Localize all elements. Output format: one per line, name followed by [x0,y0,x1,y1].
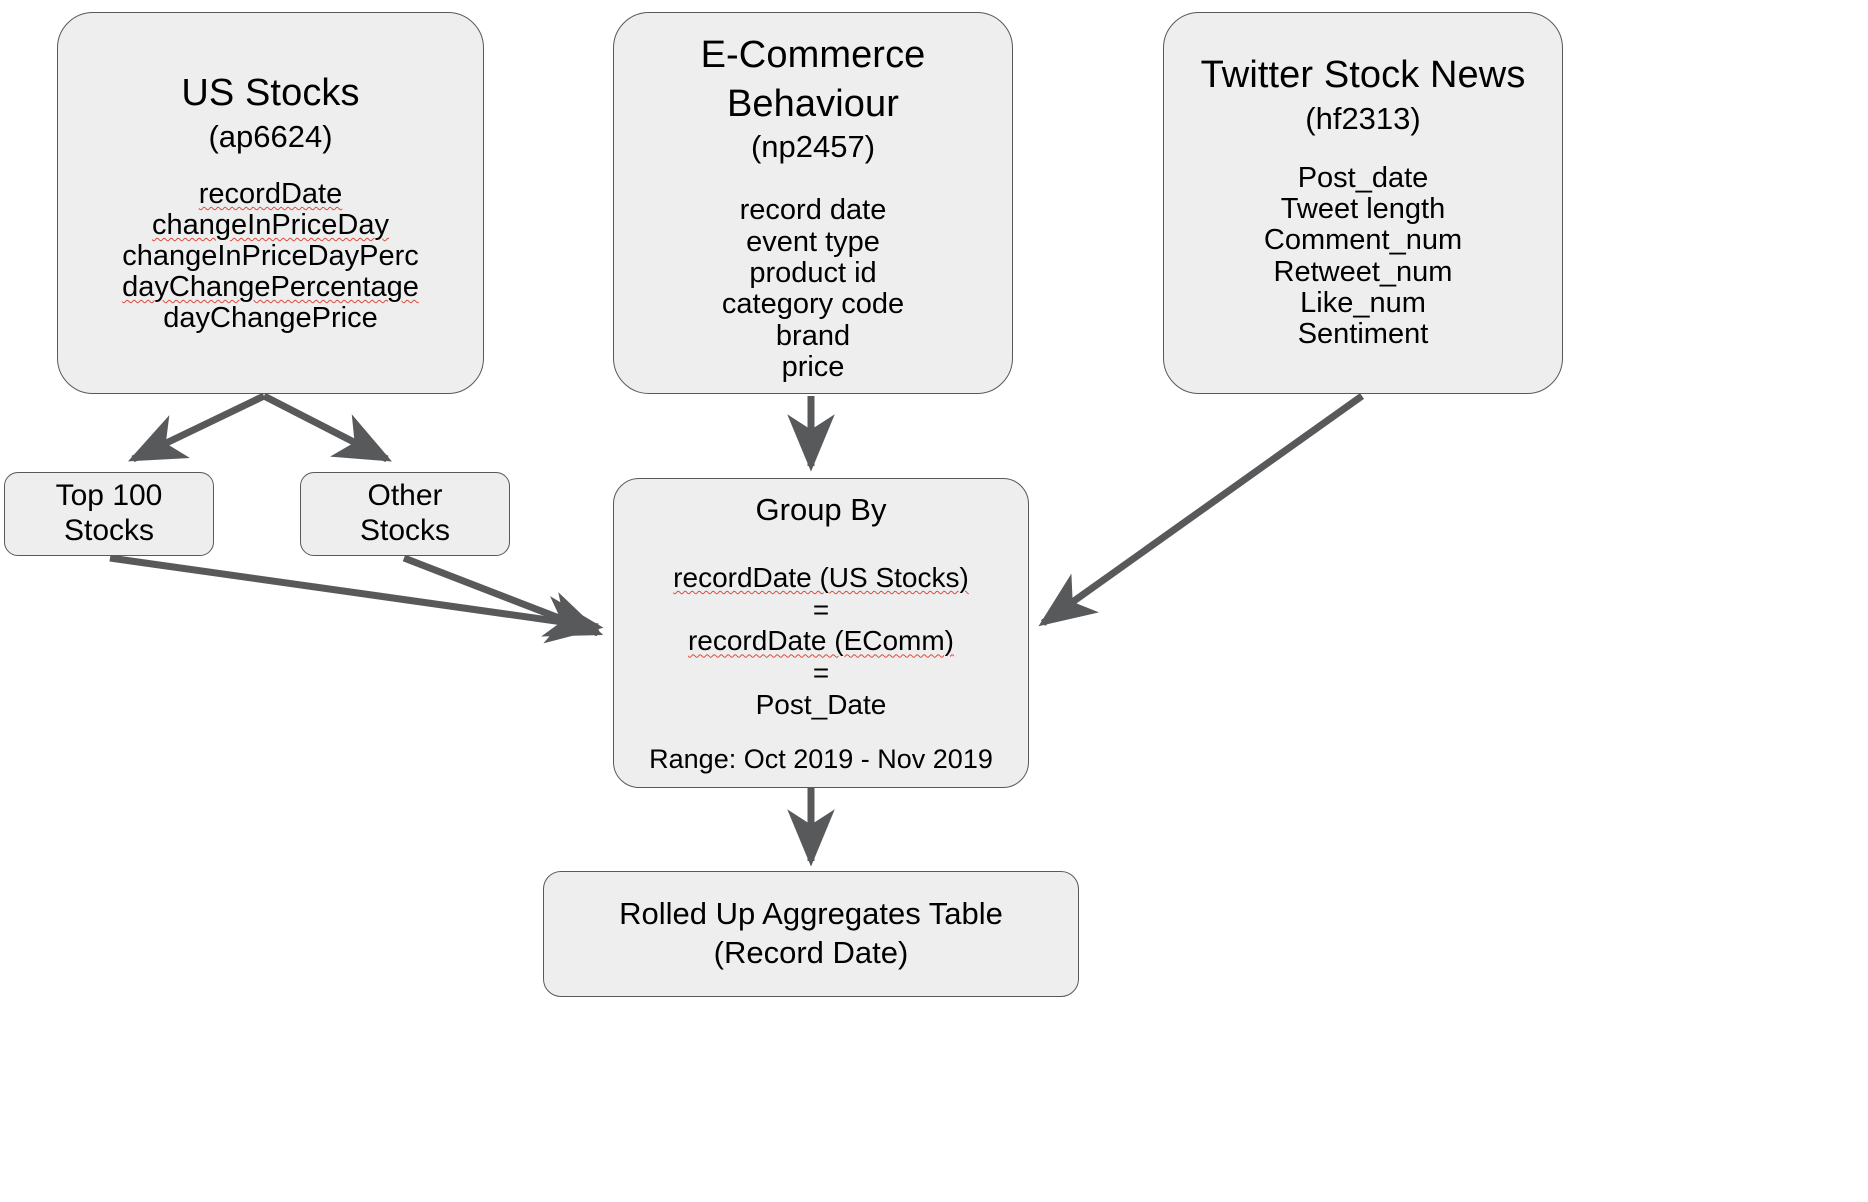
field-brand: brand [775,319,851,352]
field-change-in-price-day: changeInPriceDay [152,208,389,241]
edge-us-stocks-to-top100 [127,392,266,463]
edge-us-stocks-to-other [262,392,392,463]
node-ecommerce-title: E-Commerce Behaviour [700,34,926,125]
node-other-stocks[interactable]: Other Stocks [300,472,510,556]
field-record-date: recordDate [198,177,343,210]
field-day-change-percentage: dayChangePercentage [122,270,419,303]
field-product-id: product id [749,257,877,290]
join-key-record-date-ecomm: recordDate (EComm) [687,625,955,657]
field-post-date: Post_date [1297,161,1429,194]
field-day-change-price: dayChangePrice [163,301,378,334]
node-top-100-stocks[interactable]: Top 100 Stocks [4,472,214,556]
node-twitter-subtitle: (hf2313) [1305,100,1421,136]
field-comment-num: Comment_num [1263,224,1463,257]
field-price: price [781,351,845,383]
join-operator-equals-1: = [812,593,830,625]
node-other-stocks-title: Other Stocks [359,479,451,547]
node-us-stocks-subtitle: (ap6624) [208,118,333,154]
edge-top100-to-groupby [109,554,604,644]
join-key-post-date: Post_Date [755,688,887,720]
join-operator-equals-2: = [812,657,830,689]
edge-twitter-to-groupby [1038,393,1365,627]
node-group-by-join-keys: recordDate (US Stocks) = recordDate (ECo… [673,562,969,720]
field-change-in-price-day-perc: changeInPriceDayPerc [122,239,419,272]
node-group-by[interactable]: Group By recordDate (US Stocks) = record… [613,478,1029,788]
node-ecommerce-subtitle: (np2457) [750,129,876,165]
field-sentiment: Sentiment [1297,318,1429,351]
field-category-code: category code [721,288,905,321]
node-us-stocks-fields: recordDate changeInPriceDay changeInPric… [122,177,419,334]
node-twitter-title: Twitter Stock News [1200,54,1526,96]
field-retweet-num: Retweet_num [1273,255,1453,288]
field-tweet-length: Tweet length [1280,193,1446,226]
field-like-num: Like_num [1300,287,1426,320]
node-twitter-fields: Post_date Tweet length Comment_num Retwe… [1263,161,1463,351]
join-key-record-date-us-stocks: recordDate (US Stocks) [673,562,969,594]
node-rolled-up-aggregates-table[interactable]: Rolled Up Aggregates Table (Record Date) [543,871,1079,997]
field-event-type: event type [746,225,880,258]
node-top-100-stocks-title: Top 100 Stocks [55,479,163,547]
node-us-stocks[interactable]: US Stocks (ap6624) recordDate changeInPr… [57,12,484,394]
field-record-date: record date [739,194,887,227]
node-us-stocks-title: US Stocks [181,72,360,114]
node-group-by-title: Group By [755,492,887,527]
edge-other-to-groupby [402,554,604,637]
node-ecommerce-behaviour[interactable]: E-Commerce Behaviour (np2457) record dat… [613,12,1013,394]
node-rolled-up-aggregates-table-title: Rolled Up Aggregates Table (Record Date) [619,896,1003,970]
node-twitter-stock-news[interactable]: Twitter Stock News (hf2313) Post_date Tw… [1163,12,1563,394]
node-group-by-range: Range: Oct 2019 - Nov 2019 [649,744,993,774]
node-ecommerce-fields: record date event type product id catego… [722,195,904,383]
